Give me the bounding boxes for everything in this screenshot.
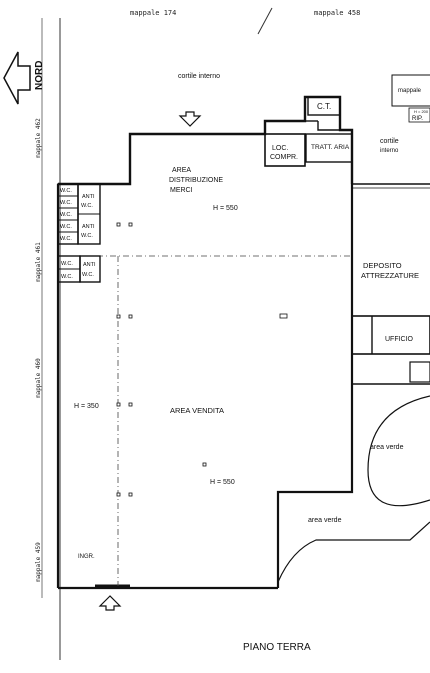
h200-label: H = 200 <box>414 109 429 114</box>
anti-wc-label-2: W.C. <box>81 233 93 239</box>
north-arrow-icon <box>3 51 31 105</box>
area-vendita-label: AREA VENDITA <box>170 406 224 415</box>
area-verde-label-2: area verde <box>308 517 342 524</box>
h550-bottom-label: H = 550 <box>210 479 235 486</box>
mappale-459-label: mappale 459 <box>35 542 42 582</box>
wc-block <box>57 183 101 283</box>
ct-label: C.T. <box>317 102 331 111</box>
wc-label-4: W.C. <box>60 224 72 230</box>
deposito-label-2: ATTREZZATURE <box>361 271 419 280</box>
loc-label-1: LOC. <box>272 145 288 152</box>
cortile-right-label-2: interno <box>380 148 399 154</box>
wc-label-5: W.C. <box>60 236 72 242</box>
tratt-aria-label: TRATT. ARIA <box>311 144 350 151</box>
cortile-interno-label: cortile interno <box>178 73 220 80</box>
h550-top-label: H = 550 <box>213 205 238 212</box>
cortile-right-label-1: cortile <box>380 138 399 145</box>
north-label: NORD <box>34 61 45 90</box>
top-entrance-arrow-icon <box>178 111 202 127</box>
anti-wc-label-3: W.C. <box>82 272 94 278</box>
mappale-460-label: mappale 460 <box>35 358 42 398</box>
loc-label-2: COMPR. <box>270 154 298 161</box>
anti-label-1: ANTI <box>82 194 95 200</box>
wc-label-3: W.C. <box>60 212 72 218</box>
mappale-right-label: mappale <box>398 88 422 94</box>
anti-wc-label-1: W.C. <box>81 203 93 209</box>
mappale-458-label: mappale 458 <box>314 9 360 17</box>
ingr-label: INGR. <box>78 554 95 560</box>
deposito-label-1: DEPOSITO <box>363 261 402 270</box>
service-block <box>264 96 353 167</box>
wc-label-6: W.C. <box>61 261 73 267</box>
mappale-461-label: mappale 461 <box>35 242 42 282</box>
boundary-lines <box>41 7 273 660</box>
area-distribuzione-label-1: AREA <box>172 167 191 174</box>
plan-title: PIANO TERRA <box>243 642 311 653</box>
wc-label-1: W.C. <box>60 188 72 194</box>
rip-label: RIP. <box>412 116 423 122</box>
east-wing <box>351 183 430 385</box>
area-distribuzione-label-3: MERCI <box>170 187 193 194</box>
area-distribuzione-label-2: DISTRIBUZIONE <box>169 177 223 184</box>
building-outline <box>56 95 354 590</box>
mappale-462-label: mappale 462 <box>35 118 42 158</box>
pillars <box>116 222 288 497</box>
wc-label-7: W.C. <box>61 274 73 280</box>
wc-label-2: W.C. <box>60 200 72 206</box>
neighbour-building <box>391 74 430 123</box>
anti-label-2: ANTI <box>82 224 95 230</box>
ufficio-label: UFFICIO <box>385 336 414 343</box>
green-area <box>277 395 430 583</box>
bottom-entrance-arrow-icon <box>98 595 122 611</box>
anti-label-3: ANTI <box>83 262 96 268</box>
mappale-174-label: mappale 174 <box>130 9 176 17</box>
h350-label: H = 350 <box>74 403 99 410</box>
area-verde-label-1: area verde <box>370 444 404 451</box>
